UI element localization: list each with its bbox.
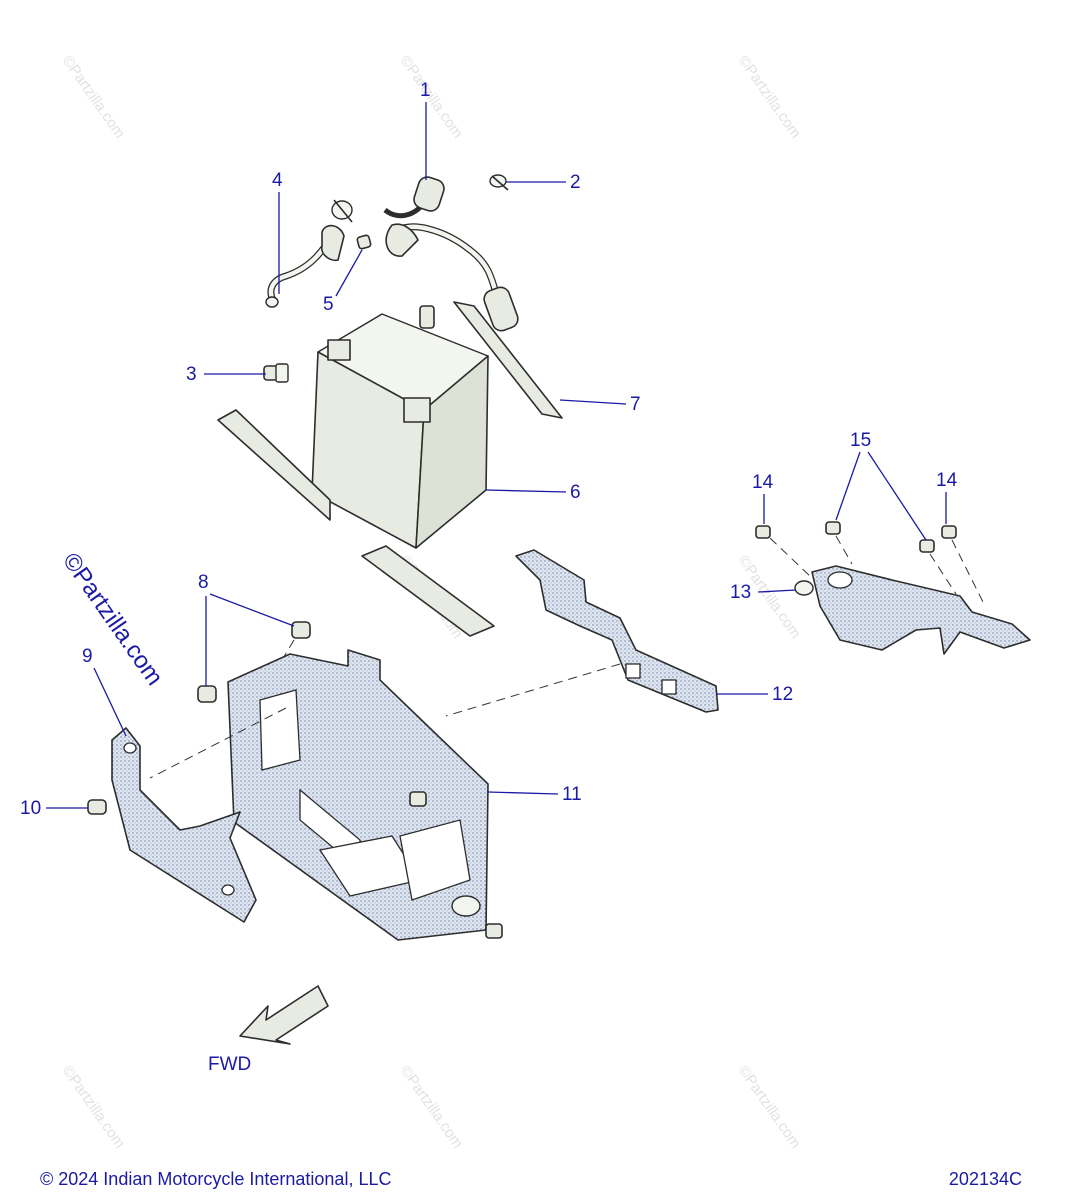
- watermark-8: ©Partzilla.com: [735, 1063, 805, 1152]
- part-battery-tray[interactable]: [227, 649, 489, 941]
- callout-11[interactable]: 11: [562, 784, 582, 805]
- watermark-1: ©Partzilla.com: [59, 53, 129, 142]
- part-bolt-tray-inner[interactable]: [409, 791, 427, 807]
- part-terminal-bolt-top[interactable]: [419, 305, 435, 329]
- watermark-2: ©Partzilla.com: [397, 53, 467, 142]
- callout-3[interactable]: 3: [186, 364, 197, 385]
- part-side-bracket[interactable]: [111, 727, 257, 923]
- callout-10[interactable]: 10: [20, 798, 41, 819]
- part-bolt-10[interactable]: [87, 799, 107, 815]
- part-bolt-8a[interactable]: [291, 621, 311, 639]
- callout-1[interactable]: 1: [420, 80, 431, 101]
- part-positive-cable[interactable]: [383, 175, 520, 333]
- callout-12[interactable]: 12: [772, 684, 793, 705]
- part-negative-cable[interactable]: [265, 199, 353, 308]
- part-battery[interactable]: [311, 313, 489, 549]
- forward-arrow-icon: [239, 985, 329, 1045]
- part-terminal-bolt[interactable]: [263, 363, 289, 383]
- part-bolt-8b[interactable]: [197, 685, 217, 703]
- callout-15[interactable]: 15: [850, 430, 871, 451]
- callout-6[interactable]: 6: [570, 482, 581, 503]
- part-bolt-5[interactable]: [356, 234, 372, 250]
- part-pad-7[interactable]: [453, 301, 563, 419]
- callout-14b[interactable]: 14: [936, 470, 958, 491]
- watermark-7: ©Partzilla.com: [397, 1063, 467, 1152]
- part-cable-clip[interactable]: [489, 174, 509, 191]
- callout-13[interactable]: 13: [730, 582, 751, 603]
- watermark-3: ©Partzilla.com: [735, 53, 805, 142]
- callouts: 1 2 4 5 3 7 6 15 14 14 13 8 9 12 11 10: [20, 80, 958, 819]
- callout-2[interactable]: 2: [570, 172, 581, 193]
- part-bolt-14b[interactable]: [941, 525, 957, 539]
- callout-14a[interactable]: 14: [752, 472, 774, 493]
- callout-9[interactable]: 9: [82, 646, 93, 667]
- part-bolt-14a[interactable]: [755, 525, 771, 539]
- part-bolt-15a[interactable]: [825, 521, 841, 535]
- watermark-6: ©Partzilla.com: [59, 1063, 129, 1152]
- part-bolt-15b[interactable]: [919, 539, 935, 553]
- drawing-number: 202134C: [948, 1169, 1022, 1189]
- watermark-blue: ©Partzilla.com: [57, 548, 168, 691]
- callout-4[interactable]: 4: [272, 170, 283, 191]
- part-pad-left[interactable]: [217, 409, 331, 521]
- callout-7[interactable]: 7: [630, 394, 641, 415]
- part-bolt-tray[interactable]: [485, 923, 503, 939]
- part-bracket-12[interactable]: [515, 549, 719, 713]
- part-bracket-13[interactable]: [794, 565, 1031, 655]
- copyright-text: © 2024 Indian Motorcycle International, …: [40, 1169, 392, 1189]
- callout-8[interactable]: 8: [198, 572, 209, 593]
- part-pad-bottom[interactable]: [361, 545, 495, 637]
- fwd-label: FWD: [208, 1054, 251, 1075]
- callout-5[interactable]: 5: [323, 294, 334, 315]
